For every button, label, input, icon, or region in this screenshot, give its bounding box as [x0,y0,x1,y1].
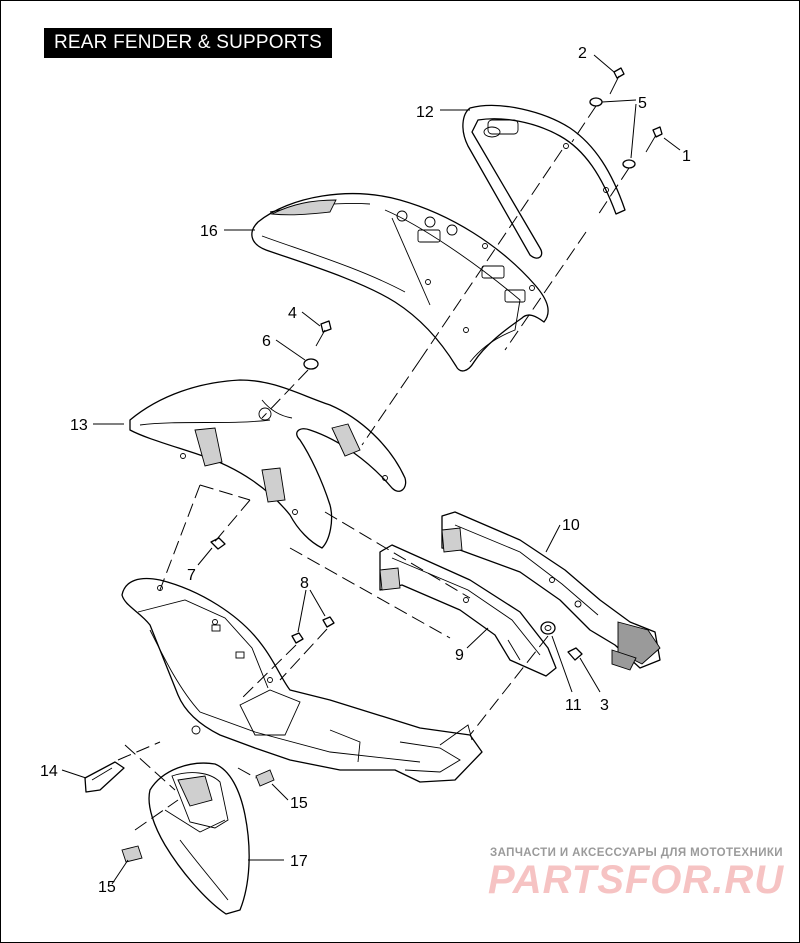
callout-1: 1 [682,148,691,165]
watermark-logo: PARTSFOR.RU [488,858,785,902]
part-1-screw [645,126,663,153]
part-14-bracket [84,761,125,793]
callout-15-lower: 15 [98,879,116,896]
part-8-nut-right [322,616,335,628]
watermark-tagline: ЗАПЧАСТИ И АКСЕССУАРЫ ДЛЯ МОТОТЕХНИКИ [490,847,783,859]
part-15-pad-upper [255,769,275,787]
callout-12: 12 [416,104,434,121]
callout-5: 5 [638,95,647,112]
diagram-title: REAR FENDER & SUPPORTS [44,28,332,58]
part-16-rear-fender [251,193,549,372]
part-8-nut-left [291,632,304,644]
part-5-washer-upper [589,97,603,107]
part-3-nut [567,647,583,661]
assembly-lines [117,105,630,831]
part-2-screw [609,67,625,95]
callout-14: 14 [40,763,58,780]
callout-17: 17 [290,853,308,870]
callout-8: 8 [300,575,309,592]
leader-lines [61,54,681,885]
part-15-pad-lower [121,845,143,863]
part-13-fender-section [129,379,407,549]
callout-2: 2 [578,45,587,62]
callout-3: 3 [600,697,609,714]
callouts: 2 5 1 12 16 4 6 13 7 8 10 9 11 3 14 15 1… [40,45,691,896]
part-6-washer [303,358,319,370]
callout-4: 4 [288,305,297,322]
part-11-bushing [540,621,556,635]
callout-16: 16 [200,223,218,240]
callout-7: 7 [187,567,196,584]
callout-6: 6 [262,333,271,350]
callout-9: 9 [455,647,464,664]
part-7-nut [210,537,226,550]
callout-15-upper: 15 [290,795,308,812]
callout-10: 10 [562,517,580,534]
callout-13: 13 [70,417,88,434]
part-5-washer-lower [622,159,636,169]
part-4-screw [315,320,332,347]
part-17-fender-extension [148,762,250,915]
callout-11: 11 [565,697,582,714]
part-12-trim-plate [462,104,626,259]
part-10-support-rail [441,511,661,671]
fender-support-frame [121,577,483,783]
